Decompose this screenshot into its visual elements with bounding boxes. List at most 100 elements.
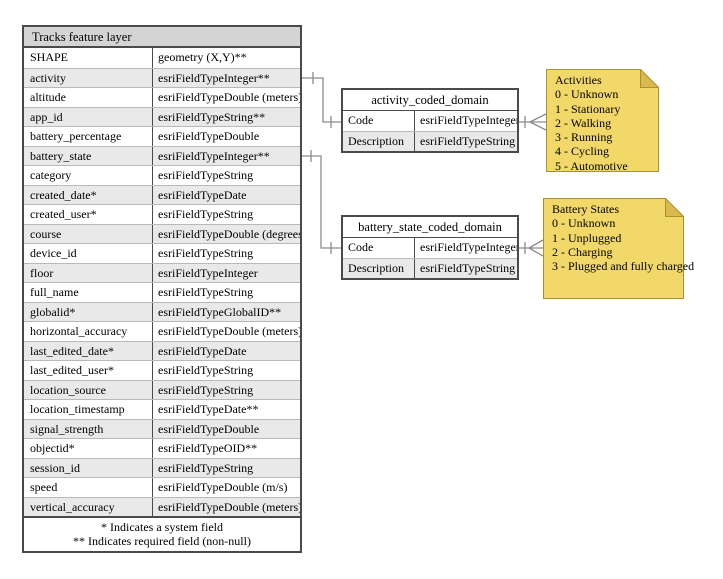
field-name: created_user* (24, 205, 153, 224)
domain-field-type: esriFieldTypeInteger (420, 240, 517, 254)
field-row: location_source esriFieldTypeString (24, 379, 300, 399)
domain-field-type: esriFieldTypeInteger (420, 113, 517, 127)
field-type: geometry (X,Y)** (158, 50, 247, 64)
field-row: device_id esriFieldTypeString (24, 243, 300, 263)
field-name: horizontal_accuracy (24, 322, 153, 341)
field-type: esriFieldTypeString (158, 168, 254, 182)
field-name: course (24, 224, 153, 243)
field-row: signal_strength esriFieldTypeDouble (24, 418, 300, 438)
field-type: esriFieldTypeDouble (158, 129, 260, 143)
crow-foot-icon (528, 239, 544, 257)
field-name: signal_strength (24, 419, 153, 438)
field-name: battery_state (24, 146, 153, 165)
domain-row: Code esriFieldTypeInteger (343, 111, 517, 131)
field-type: esriFieldTypeDate** (158, 402, 259, 416)
domain-field-name: Code (343, 111, 415, 131)
domain-rows: Code esriFieldTypeInteger Description es… (343, 238, 517, 278)
connector-activity (302, 77, 341, 123)
table-footnotes: * Indicates a system field ** Indicates … (24, 516, 300, 551)
domain-field-name: Code (343, 238, 415, 258)
field-row: created_user* esriFieldTypeString (24, 204, 300, 224)
field-row: activity esriFieldTypeInteger** (24, 67, 300, 87)
field-type: esriFieldTypeDouble (meters) (158, 499, 300, 514)
field-type: esriFieldTypeString (158, 285, 254, 299)
field-row: last_edited_date* esriFieldTypeDate (24, 340, 300, 360)
note-item: 2 - Charging (552, 244, 613, 259)
note-item: 3 - Plugged and fully charged (552, 259, 695, 274)
field-type: esriFieldTypeString (158, 246, 254, 260)
note-item: 1 - Stationary (555, 101, 621, 116)
note-item: 0 - Unknown (552, 216, 616, 231)
field-type: esriFieldTypeDouble (degrees) (158, 226, 300, 241)
domain-field-name: Description (343, 132, 415, 151)
domain-row: Description esriFieldTypeString (343, 131, 517, 151)
note-title: Activities (555, 73, 602, 87)
domain-field-type: esriFieldTypeString (420, 261, 516, 275)
field-row: vertical_accuracy esriFieldTypeDouble (m… (24, 496, 300, 516)
footnote-required-field: ** Indicates required field (non-null) (73, 534, 251, 548)
field-type: esriFieldTypeInteger (158, 265, 258, 280)
field-name: last_edited_date* (24, 341, 153, 360)
field-name: floor (24, 263, 153, 282)
field-name: altitude (24, 88, 153, 107)
field-name: activity (24, 68, 153, 87)
connector-battery-state (302, 155, 341, 249)
field-type: esriFieldTypeDate (158, 187, 247, 202)
field-type: esriFieldTypeInteger** (158, 70, 270, 85)
crow-foot-icon (529, 113, 547, 131)
note-item: 2 - Walking (555, 115, 612, 130)
field-name: session_id (24, 458, 153, 477)
tracks-feature-layer-table: Tracks feature layer SHAPE geometry (X,Y… (22, 25, 302, 553)
field-name: last_edited_user* (24, 361, 153, 380)
field-type: esriFieldTypeDate (158, 343, 247, 358)
field-name: category (24, 166, 153, 185)
field-row: globalid* esriFieldTypeGlobalID** (24, 301, 300, 321)
field-name: SHAPE (24, 48, 153, 68)
field-row: altitude esriFieldTypeDouble (meters) (24, 87, 300, 107)
field-type: esriFieldTypeDouble (158, 421, 260, 436)
field-type: esriFieldTypeString (158, 363, 254, 377)
note-item: 3 - Running (555, 130, 613, 145)
field-row: speed esriFieldTypeDouble (m/s) (24, 477, 300, 497)
field-row: category esriFieldTypeString (24, 165, 300, 185)
field-name: battery_percentage (24, 127, 153, 146)
field-row: horizontal_accuracy esriFieldTypeDouble … (24, 321, 300, 341)
field-row: created_date* esriFieldTypeDate (24, 184, 300, 204)
field-name: app_id (24, 107, 153, 126)
field-row: battery_percentage esriFieldTypeDouble (24, 126, 300, 146)
field-row: SHAPE geometry (X,Y)** (24, 48, 300, 68)
field-row: course esriFieldTypeDouble (degrees) (24, 223, 300, 243)
domain-field-name: Description (343, 259, 415, 278)
note-item: 1 - Unplugged (552, 230, 622, 245)
note-item: 4 - Cycling (555, 144, 609, 159)
field-row: full_name esriFieldTypeString (24, 282, 300, 302)
field-rows: SHAPE geometry (X,Y)** activity esriFiel… (24, 48, 300, 516)
field-row: battery_state esriFieldTypeInteger** (24, 145, 300, 165)
battery-domain-table: battery_state_coded_domain Code esriFiel… (341, 215, 519, 280)
field-row: objectid* esriFieldTypeOID** (24, 438, 300, 458)
field-type: esriFieldTypeGlobalID** (158, 304, 282, 319)
domain-rows: Code esriFieldTypeInteger Description es… (343, 111, 517, 151)
sticky-note-icon (546, 69, 659, 172)
field-name: created_date* (24, 185, 153, 204)
sticky-note-icon (543, 198, 684, 299)
field-type: esriFieldTypeDouble (m/s) (158, 480, 288, 494)
note-item: 0 - Unknown (555, 87, 619, 102)
field-row: app_id esriFieldTypeString** (24, 106, 300, 126)
field-row: session_id esriFieldTypeString (24, 457, 300, 477)
note-item: 5 - Automotive (555, 158, 628, 173)
field-type: esriFieldTypeString (158, 382, 254, 397)
field-type: esriFieldTypeString (158, 460, 254, 475)
domain-table-title: activity_coded_domain (343, 90, 517, 111)
activity-domain-table: activity_coded_domain Code esriFieldType… (341, 88, 519, 153)
footnote-system-field: * Indicates a system field (101, 520, 223, 534)
field-name: speed (24, 478, 153, 497)
field-name: device_id (24, 244, 153, 263)
domain-row: Description esriFieldTypeString (343, 258, 517, 278)
field-row: last_edited_user* esriFieldTypeString (24, 360, 300, 380)
domain-field-type: esriFieldTypeString (420, 134, 516, 148)
domain-row: Code esriFieldTypeInteger (343, 238, 517, 258)
